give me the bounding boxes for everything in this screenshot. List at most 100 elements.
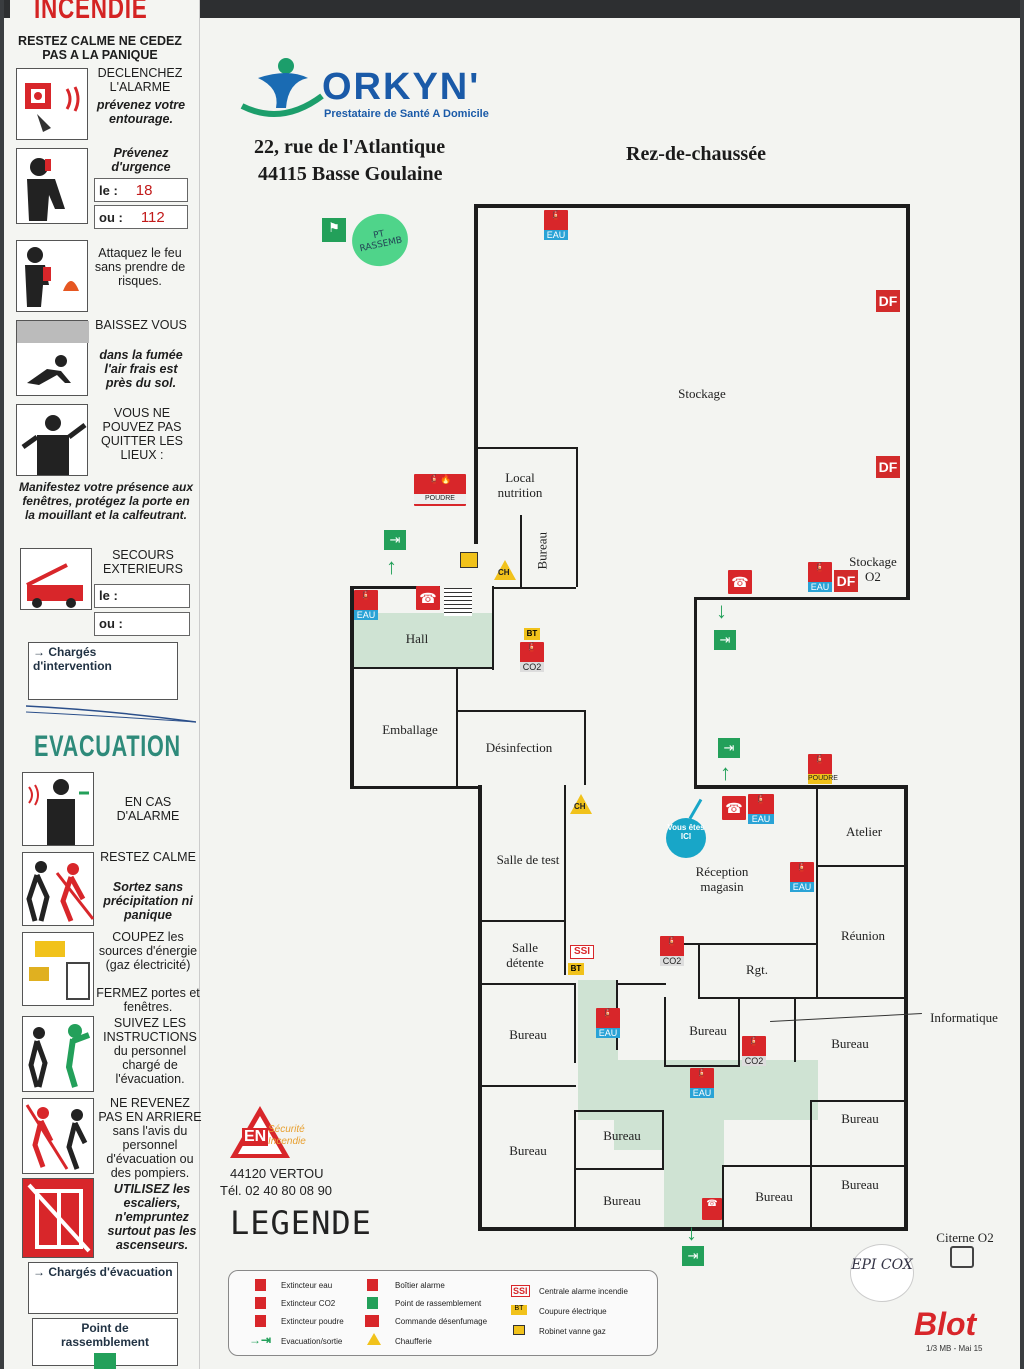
room-emballage: Emballage — [382, 722, 438, 737]
evacuation-plan-sheet: INCENDIE RESTEZ CALME NE CEDEZ PAS A LA … — [4, 0, 1020, 1369]
you-are-here-pointer — [688, 798, 703, 820]
room-rgt: Rgt. — [745, 962, 769, 977]
wall — [738, 997, 740, 1067]
point-rassemblement-box: Point de rassemblement — [32, 1318, 178, 1369]
co2-tag: CO2 — [520, 662, 544, 672]
gas-valve-icon — [460, 552, 478, 568]
room-salle-test: Salle de test — [496, 852, 560, 867]
secours-le-label: le : — [99, 588, 118, 603]
blot-ref: 1/3 MB - Mai 15 — [926, 1344, 983, 1353]
evac-text-6: UTILISEZ les escaliers, n'empruntez surt… — [107, 1182, 197, 1252]
citerne-icon — [950, 1246, 974, 1268]
room-atelier: Atelier — [845, 824, 883, 839]
room-bureau-6: Bureau — [509, 1143, 547, 1158]
secours-text: SECOURS EXTERIEURS — [103, 548, 183, 576]
legend-boiler-icon — [367, 1333, 381, 1345]
boiler-icon: CH — [570, 794, 592, 814]
urgence-text: Prévenez d'urgence — [111, 146, 171, 174]
eau-tag: EAU — [690, 1088, 714, 1098]
wall — [456, 710, 586, 712]
secours-field-2: ou : — [94, 612, 190, 636]
no-elevator-icon — [22, 1178, 94, 1258]
legend-item-1: Extincteur eau — [281, 1281, 333, 1290]
brand-name: ORKYN' — [322, 66, 481, 108]
wall — [564, 785, 566, 975]
wall — [816, 865, 906, 867]
eau-tag: EAU — [808, 582, 832, 592]
wall — [494, 587, 576, 589]
legend-bt-icon: BT — [511, 1305, 527, 1315]
extinguisher-co2-3: 🧯CO2 — [742, 1036, 766, 1066]
legend-item-6: Point de rassemblement — [395, 1299, 482, 1308]
exit-sign-icon: ⇥ — [714, 630, 736, 650]
extinguisher-eau-4: 🧯EAU — [748, 794, 774, 824]
eau-tag: EAU — [748, 814, 774, 824]
evac-text-2b: Sortez sans précipitation ni panique — [103, 880, 193, 922]
ssi-sign: SSI — [570, 945, 594, 959]
wall — [576, 447, 578, 587]
extinguisher-poudre-2: 🧯POUDRE — [808, 754, 838, 784]
legend-item-11: Robinet vanne gaz — [539, 1327, 606, 1336]
wall — [574, 1168, 664, 1170]
wall — [904, 785, 908, 1231]
df-sign-1: DF — [876, 290, 900, 312]
alarm-box-icon: ☎ — [416, 586, 440, 610]
legend-item-8: Chaufferie — [395, 1337, 432, 1346]
legend-item-9: Centrale alarme incendie — [539, 1287, 628, 1296]
room-bureau-2: Bureau — [689, 1023, 727, 1038]
window-person-icon — [16, 404, 88, 476]
extinguisher-eau-6: 🧯EAU — [596, 1008, 620, 1038]
ch-label: CH — [574, 802, 586, 811]
wall — [480, 1085, 576, 1087]
alarm-icon — [16, 68, 88, 140]
wall — [722, 1165, 724, 1227]
blot-logo: Blot — [914, 1306, 977, 1342]
wall — [810, 1100, 812, 1227]
exit-arrow-icon: ↓ — [686, 1220, 697, 1245]
wall — [474, 204, 910, 208]
phone-person-icon — [16, 148, 88, 224]
room-salle-detente: Salle détente — [506, 940, 544, 970]
exit-arrow-icon: ↓ — [716, 598, 727, 623]
evac-text-2a: RESTEZ CALME — [100, 850, 196, 864]
energy-cut-icon — [22, 932, 94, 1006]
you-are-here-marker: Vous êtes ICI — [666, 818, 706, 858]
evac-text-4: SUIVEZ LES INSTRUCTIONS du personnel cha… — [103, 1016, 197, 1086]
fire-truck-icon — [20, 548, 92, 610]
handwritten-sticker: EPI COX — [850, 1244, 914, 1302]
wall — [492, 586, 494, 670]
extinguisher-eau-3: 🧯EAU — [808, 562, 832, 592]
df-sign-2: DF — [876, 456, 900, 478]
wall — [480, 983, 576, 985]
phone-value-1: 18 — [135, 182, 153, 199]
room-bureau-4: Bureau — [841, 1111, 879, 1126]
wall — [794, 997, 906, 999]
legend-ssi-icon: SSI — [511, 1285, 530, 1297]
smoke-text-2: dans la fumée l'air frais est près du so… — [99, 348, 183, 390]
room-bureau-small: Bureau — [534, 531, 550, 570]
wall — [478, 1227, 908, 1231]
legend-item-4: Evacuation/sortie — [281, 1337, 343, 1346]
exit-sign-icon: ⇥ — [682, 1246, 704, 1266]
legend-item-5: Boîtier alarme — [395, 1281, 445, 1290]
wall — [698, 943, 700, 997]
evacuation-title: EVACUATION — [34, 730, 181, 763]
wall — [480, 920, 566, 922]
wall — [662, 1110, 664, 1168]
legend-gas-icon — [513, 1325, 525, 1335]
alarm-text-2: prévenez votre entourage. — [96, 98, 186, 126]
wall — [616, 983, 666, 985]
calm-walk-icon — [22, 852, 95, 926]
alarm-exit-icon — [22, 772, 94, 846]
extinguisher-co2-2: 🧯CO2 — [660, 936, 684, 966]
orkyn-logo-icon — [240, 58, 324, 117]
charges-intervention-box: → Chargés d'intervention — [28, 642, 178, 700]
extinguisher-poudre-1: 🧯🔥POUDRE — [414, 474, 466, 506]
charges-intervention-label: → Chargés d'intervention — [33, 645, 112, 673]
phone-label-2: ou : — [99, 210, 123, 225]
wall — [350, 586, 440, 589]
legend-df-icon — [365, 1315, 379, 1327]
wall — [350, 786, 480, 789]
incendie-title: INCENDIE — [34, 0, 148, 25]
room-reunion: Réunion — [840, 928, 886, 943]
